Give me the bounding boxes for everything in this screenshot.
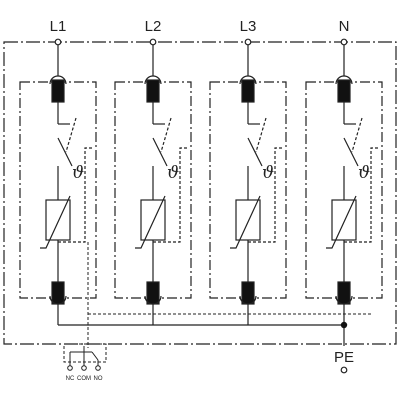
signal-bus bbox=[87, 242, 372, 348]
thermal-disconnector-symbol-l3: ϑ bbox=[262, 163, 274, 183]
earth-junction-dot bbox=[340, 321, 348, 329]
remote-contact bbox=[63, 343, 107, 371]
contact-label-no: NO bbox=[94, 376, 103, 382]
thermal-disconnector-symbol-n: ϑ bbox=[358, 163, 370, 183]
protection-module-l2 bbox=[114, 38, 192, 305]
terminal-label-l1: L1 bbox=[50, 18, 67, 35]
protection-module-l1 bbox=[19, 38, 97, 305]
protection-module-l3 bbox=[209, 38, 287, 305]
pe-terminal bbox=[340, 366, 348, 374]
terminal-label-l3: L3 bbox=[240, 18, 257, 35]
terminal-label-n: N bbox=[339, 18, 350, 35]
protection-module-n bbox=[305, 38, 383, 305]
enclosure-outline bbox=[3, 41, 397, 345]
contact-label-com: COM bbox=[77, 376, 91, 382]
thermal-disconnector-symbol-l1: ϑ bbox=[72, 163, 84, 183]
contact-label-nc: NC bbox=[66, 376, 75, 382]
terminal-label-l2: L2 bbox=[145, 18, 162, 35]
earth-label: PE bbox=[334, 349, 354, 366]
thermal-disconnector-symbol-l2: ϑ bbox=[167, 163, 179, 183]
earth-bus bbox=[57, 304, 345, 344]
